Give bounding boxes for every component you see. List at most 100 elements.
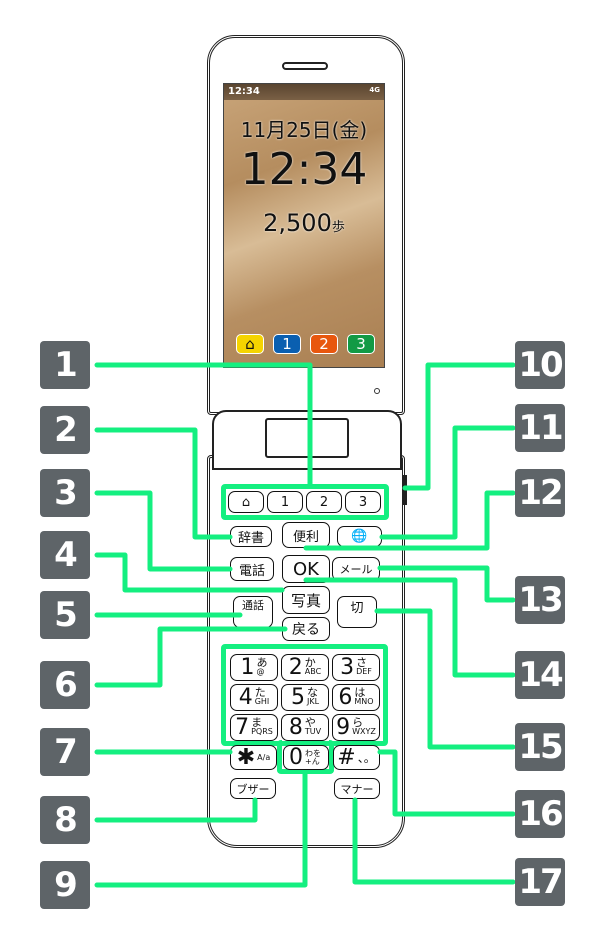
key-digit: 9 [336,715,351,740]
callout-line-11 [379,425,516,540]
star-key[interactable]: ✱A/a [230,745,277,770]
callout-line-12 [303,490,516,551]
earpiece [282,62,328,70]
hash-key[interactable]: #、。 [333,745,380,770]
callout-line-1 [94,362,313,489]
star-sub: A/a [257,752,271,762]
step-count: 2,500歩 [224,209,384,237]
callout-badge-17: 17 [515,858,565,906]
callout-line-4 [94,552,285,593]
clock-text: 12:34 [240,144,368,195]
callout-badge-4: 4 [40,531,90,579]
mail-key[interactable]: メール [332,557,380,581]
callout-badge-3: 3 [40,469,90,517]
callout-line-13 [377,565,516,603]
callout-badge-6: 6 [40,661,90,709]
status-time: 12:34 [228,86,260,97]
zero-label: 0 [289,745,303,770]
callout-badge-13: 13 [515,576,565,624]
callout-badge-8: 8 [40,796,90,844]
camera-key[interactable]: 写真 [282,586,330,614]
callout-badge-7: 7 [40,728,90,776]
status-bar: 12:34 4G [224,84,384,100]
callout-line-14 [303,577,516,678]
callout-line-17 [352,797,516,885]
callout-badge-12: 12 [515,469,565,517]
callout-badge-15: 15 [515,723,565,771]
key-digit: 1 [240,655,255,680]
callout-line-16 [377,749,516,817]
star-label: ✱ [236,745,256,770]
step-value: 2,500 [263,209,332,237]
key-digit: 8 [288,715,303,740]
shortcut-highlight [221,484,389,520]
hinge-center [265,418,349,458]
shortcut-key-2[interactable]: 2 [306,491,342,513]
display: 12:34 4G 11月25日(金) 12:34 2,500歩 ⌂ 1 2 3 [223,83,385,368]
phone-key[interactable]: 電話 [230,557,274,581]
callout-badge-14: 14 [515,651,565,699]
key-digit: 5 [290,685,305,710]
dictionary-key[interactable]: 辞書 [230,526,272,547]
callout-badge-1: 1 [40,341,90,389]
callout-line-15 [374,608,516,750]
callout-badge-11: 11 [515,404,565,452]
shortcut-key-1[interactable]: 1 [267,491,303,513]
key-digit: 3 [340,655,355,680]
shortcut-key-3[interactable]: 3 [345,491,381,513]
callout-badge-16: 16 [515,790,565,838]
zero-sub: わを+ん [305,748,321,766]
callout-badge-2: 2 [40,406,90,454]
softkey-2: 2 [310,334,338,354]
softkey-3: 3 [347,334,375,354]
hash-sub: 、。 [357,750,376,765]
zero-highlight [277,740,334,774]
key-digit: 7 [235,715,250,740]
home-key[interactable]: ⌂ [228,491,264,513]
callout-line-3 [94,490,233,572]
keypad-highlight [221,644,388,746]
manner-key[interactable]: マナー [334,778,380,799]
signal-icon: 4G [369,86,380,94]
key-digit: 2 [288,655,303,680]
callout-badge-9: 9 [40,861,90,909]
hash-label: # [337,745,356,770]
callout-line-6 [94,626,288,688]
sensor [374,388,380,394]
callout-line-10 [402,362,516,491]
callout-line-9 [94,771,308,888]
callout-line-2 [94,427,233,540]
callout-line-8 [94,797,258,823]
end-key[interactable]: 切 [337,596,377,628]
back-key[interactable]: 戻る [282,617,330,641]
web-key[interactable]: 🌐 [337,526,382,547]
softkey-home-icon: ⌂ [236,334,264,354]
date-text: 11月25日(金) [240,118,368,142]
callout-badge-5: 5 [40,591,90,639]
key-digit: 4 [238,685,253,710]
callout-badge-10: 10 [515,341,565,389]
softkey-1: 1 [273,334,301,354]
call-key[interactable]: 通話 [233,596,273,628]
step-unit: 歩 [331,220,345,235]
key-letters: あ@ [256,656,268,676]
